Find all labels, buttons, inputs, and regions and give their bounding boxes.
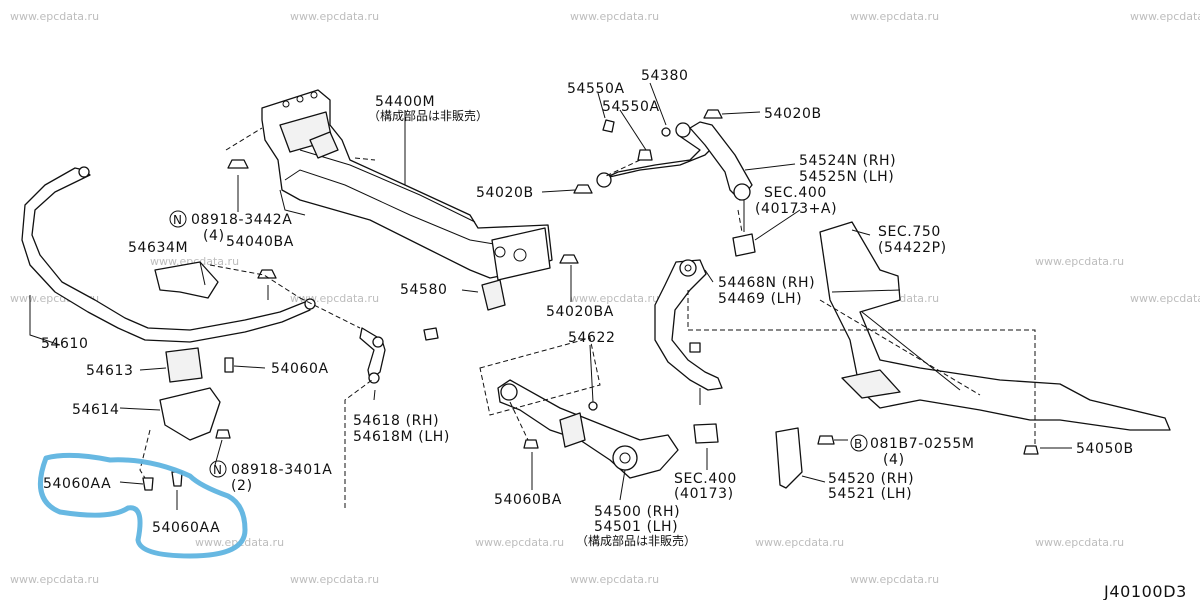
- circled-n-icon: [209, 460, 227, 478]
- watermark: www.epcdata.ru: [850, 573, 939, 586]
- callout-54520: 54520 (RH): [828, 471, 914, 487]
- stabilizer-link-drawing: [359, 327, 386, 384]
- callout-54050b: 54050B: [1076, 441, 1134, 457]
- circled-b-letter: B: [854, 437, 862, 451]
- callout-54060ba: 54060BA: [494, 492, 562, 508]
- circled-n-letter: N: [173, 213, 182, 227]
- callout-54550a: 54550A: [602, 99, 660, 115]
- watermark: www.epcdata.ru: [850, 10, 939, 23]
- callout-54400m-note: （構成部品は非販売）: [368, 108, 488, 123]
- callout-54060aa: 54060AA: [43, 476, 111, 492]
- callout-54580: 54580: [400, 282, 448, 298]
- callout-54020b: 54020B: [476, 185, 534, 201]
- tension-rod-drawing: [654, 259, 723, 444]
- callout-54400m: 54400M: [375, 94, 435, 110]
- callout-081b7-0255m-qty: (4): [883, 452, 905, 468]
- callout-54618m: 54618M (LH): [353, 429, 450, 445]
- callout-labels: 54400M （構成部品は非販売） 54380 54550A 54550A 54…: [41, 68, 1134, 548]
- watermark: www.epcdata.ru: [1035, 255, 1124, 268]
- watermark: www.epcdata.ru: [755, 536, 844, 549]
- callout-54622: 54622: [568, 330, 616, 346]
- callout-sec-400: SEC.400: [764, 185, 827, 201]
- watermark: www.epcdata.ru: [150, 255, 239, 268]
- callout-54468n: 54468N (RH): [718, 275, 815, 291]
- watermark: www.epcdata.ru: [570, 292, 659, 305]
- watermark: www.epcdata.ru: [1035, 536, 1124, 549]
- member-drawing: [819, 221, 1171, 431]
- callout-54060aa: 54060AA: [152, 520, 220, 536]
- watermark: www.epcdata.ru: [290, 10, 379, 23]
- callout-54469: 54469 (LH): [718, 291, 802, 307]
- callout-sec-400-ref: (40173+A): [755, 201, 837, 217]
- watermark: www.epcdata.ru: [475, 536, 564, 549]
- bracket-drawing: [775, 427, 803, 489]
- watermark: www.epcdata.ru: [1130, 10, 1200, 23]
- callout-sec-400-ref: (40173): [674, 486, 734, 502]
- callout-54614: 54614: [72, 402, 120, 418]
- callout-08918-3401a-qty: (2): [231, 478, 253, 494]
- circled-symbols: N N B: [169, 210, 868, 478]
- callout-sec-750-ref: (54422P): [878, 240, 947, 256]
- callout-54613: 54613: [86, 363, 134, 379]
- callout-54060a: 54060A: [271, 361, 329, 377]
- watermark: www.epcdata.ru: [10, 573, 99, 586]
- callout-54634m: 54634M: [128, 240, 188, 256]
- watermark: www.epcdata.ru: [1130, 292, 1200, 305]
- callout-54020b: 54020B: [764, 106, 822, 122]
- callout-54610: 54610: [41, 336, 89, 352]
- callout-54040ba: 54040BA: [226, 234, 294, 250]
- callout-54501: 54501 (LH): [594, 519, 678, 535]
- watermark: www.epcdata.ru: [570, 573, 659, 586]
- subframe-drawing: [261, 89, 553, 311]
- upper-link-drawing: [596, 121, 756, 257]
- callout-54550a: 54550A: [567, 81, 625, 97]
- callout-54380: 54380: [641, 68, 689, 84]
- callout-54618: 54618 (RH): [353, 413, 439, 429]
- circled-b-icon: [850, 434, 868, 452]
- callout-08918-3442a: 08918-3442A: [191, 212, 292, 228]
- callout-08918-3401a: 08918-3401A: [231, 462, 332, 478]
- circled-n-letter: N: [213, 463, 222, 477]
- lower-arm-drawing: [479, 337, 679, 479]
- fasteners: [142, 109, 1039, 491]
- callout-sec-400: SEC.400: [674, 471, 737, 487]
- watermark: www.epcdata.ru: [10, 10, 99, 23]
- callout-54525n: 54525N (LH): [799, 169, 894, 185]
- stabilizer-bar-drawing: [21, 166, 316, 441]
- leader-lines: [29, 82, 1072, 510]
- callout-081b7-0255m: 081B7-0255M: [870, 436, 975, 452]
- callout-54500-note: （構成部品は非販売）: [576, 533, 696, 548]
- watermark: www.epcdata.ru: [290, 573, 379, 586]
- watermark: www.epcdata.ru: [570, 10, 659, 23]
- callout-54500: 54500 (RH): [594, 504, 680, 520]
- callout-sec-750: SEC.750: [878, 224, 941, 240]
- callout-54020ba: 54020BA: [546, 304, 614, 320]
- diagram-code: J40100D3: [1103, 582, 1187, 600]
- callout-54524n: 54524N (RH): [799, 153, 896, 169]
- highlight-stroke: [37, 452, 248, 559]
- circled-n-icon: [169, 210, 187, 228]
- callout-08918-3442a-qty: (4): [203, 228, 225, 244]
- callout-54521: 54521 (LH): [828, 486, 912, 502]
